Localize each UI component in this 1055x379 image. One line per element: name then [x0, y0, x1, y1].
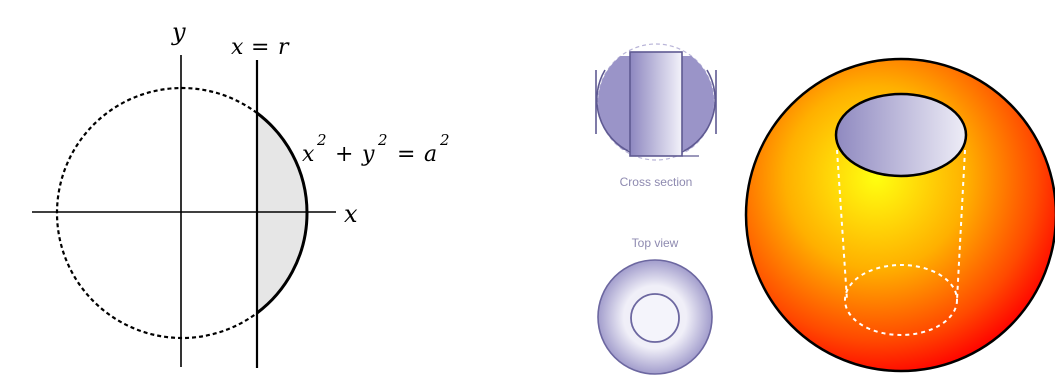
dashed-circle-arc: [55, 86, 258, 340]
svg-text:=: =: [251, 35, 269, 60]
svg-text:x: x: [302, 142, 315, 167]
svg-text:2: 2: [377, 131, 388, 149]
solid-circle-arc: [256, 111, 309, 315]
x-axis-label: x: [344, 200, 358, 228]
svg-text:y: y: [361, 142, 375, 167]
shaded-cap-region: [257, 113, 307, 313]
top-view-figure: Top view: [597, 236, 713, 375]
sphere-figure: [744, 57, 1055, 373]
cross-section-caption: Cross section: [620, 175, 693, 189]
cylinder-wall-right: [956, 149, 966, 301]
circle-equation: x 2 + y 2 = a 2: [302, 131, 450, 167]
bottom-hole-outline: [844, 264, 958, 336]
line-label: x = r: [231, 35, 290, 60]
y-axis-label: y: [171, 18, 186, 46]
cylinder-wall-left: [836, 149, 848, 301]
svg-text:2: 2: [316, 131, 327, 149]
cross-section-figure: Cross section: [595, 43, 717, 189]
svg-text:=: =: [397, 142, 415, 167]
svg-text:x: x: [231, 35, 244, 60]
top-hole: [834, 92, 968, 178]
svg-text:2: 2: [439, 131, 450, 149]
svg-text:a: a: [424, 142, 437, 167]
svg-text:+: +: [335, 142, 353, 167]
svg-text:r: r: [278, 35, 290, 60]
left-circle-diagram: y x x = r x 2 + y 2 = a 2: [32, 18, 450, 368]
top-view-caption: Top view: [632, 236, 679, 250]
